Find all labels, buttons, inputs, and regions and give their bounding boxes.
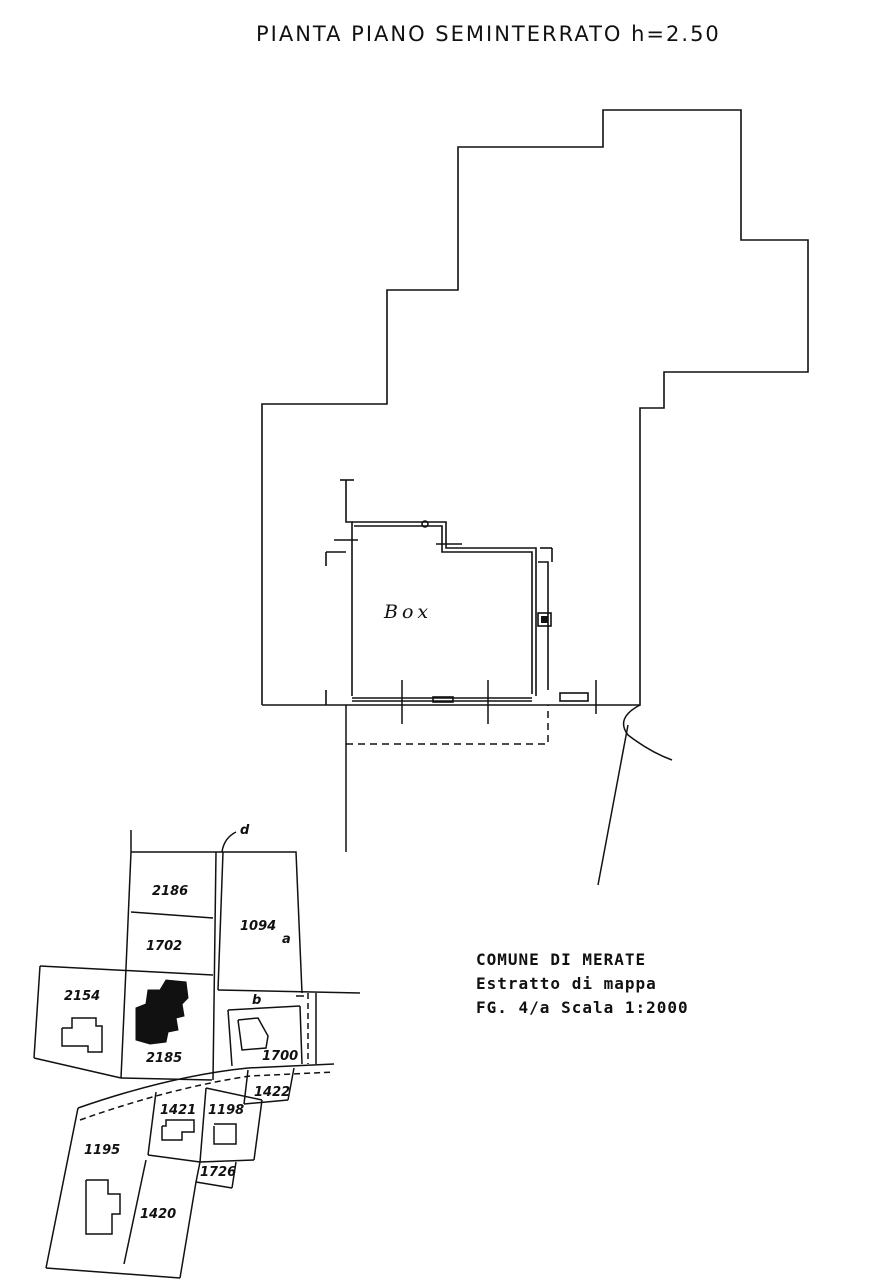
parcel-1726: 1726 (200, 1165, 236, 1180)
parcel-1195: 1195 (84, 1143, 120, 1158)
cadastral-map (33, 830, 361, 1279)
map-legend: COMUNE DI MERATE Estratto di mappa FG. 4… (476, 948, 689, 1020)
parcel-2185: 2185 (146, 1051, 182, 1066)
parcel-1420: 1420 (140, 1207, 176, 1222)
building-outline (261, 109, 809, 706)
legend-extract: Estratto di mappa (476, 974, 657, 993)
parcel-1421: 1421 (160, 1103, 196, 1118)
parcel-2154: 2154 (64, 989, 100, 1004)
box-room (325, 479, 589, 705)
parcel-1422: 1422 (254, 1085, 290, 1100)
legend-sheet-scale: FG. 4/a Scala 1:2000 (476, 998, 689, 1017)
plan-title: PIANTA PIANO SEMINTERRATO h=2.50 (256, 22, 721, 46)
parcel-1094-suffix: a (282, 932, 291, 947)
parcel-1700: 1700 (262, 1049, 298, 1064)
chimney-flue (537, 612, 552, 627)
room-label-box: Box (383, 601, 432, 623)
parcel-1702: 1702 (146, 939, 182, 954)
marker-b: b (252, 993, 261, 1008)
legend-municipality: COMUNE DI MERATE (476, 950, 647, 969)
parcel-1094: 1094 (240, 919, 276, 934)
parcel-2186: 2186 (152, 884, 188, 899)
marker-d: d (240, 823, 250, 838)
parcel-1198: 1198 (208, 1103, 244, 1118)
ramp-lines (345, 680, 673, 886)
subject-building (135, 979, 189, 1045)
